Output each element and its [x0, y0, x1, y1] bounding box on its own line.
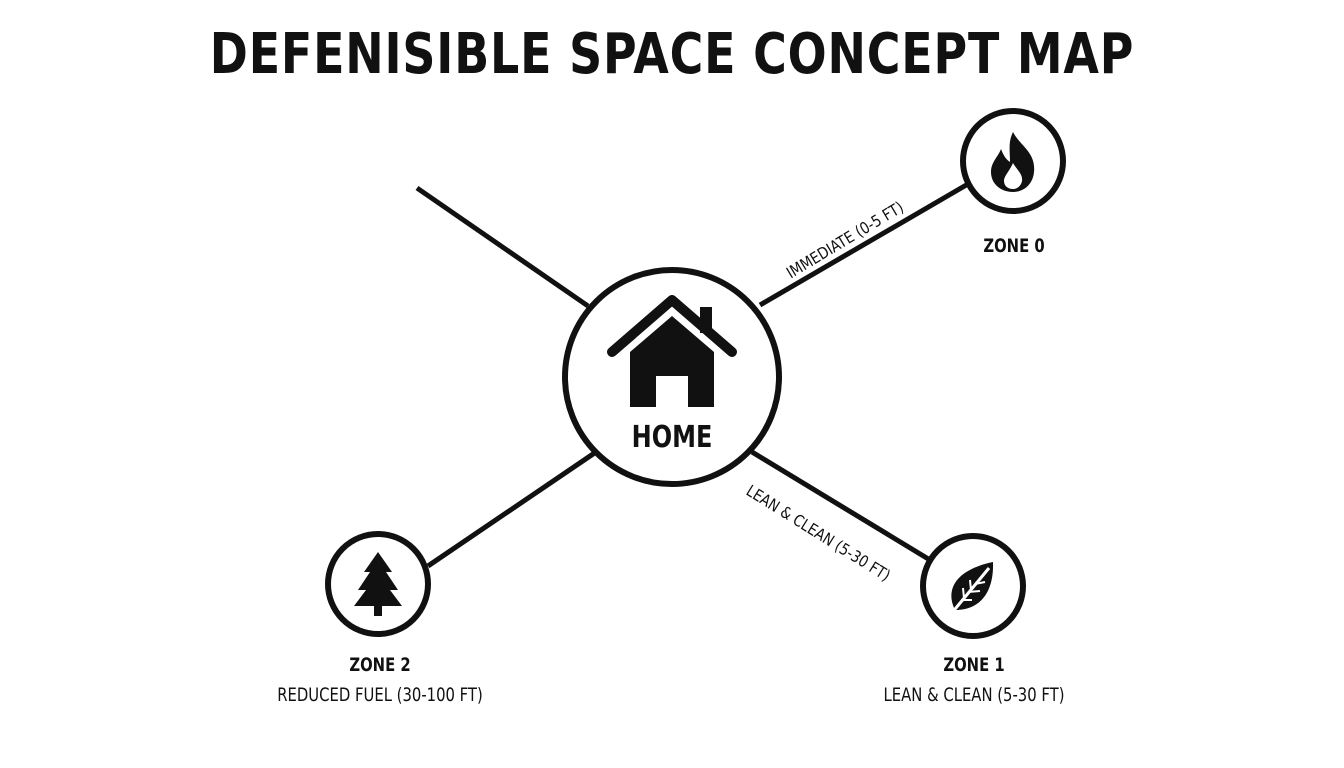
connector-zone2: [426, 449, 598, 569]
tree-icon: [354, 552, 402, 616]
zone1-name: ZONE 1: [943, 654, 1005, 676]
zone2-name: ZONE 2: [349, 654, 411, 676]
leaf-icon: [949, 562, 994, 615]
connector-zone0: [758, 181, 970, 308]
page-title: DEFENISIBLE SPACE CONCEPT MAP: [209, 22, 1135, 87]
home-node: [562, 267, 782, 487]
home-label: HOME: [631, 420, 713, 455]
flame-icon: [991, 132, 1035, 192]
zone0-name: ZONE 0: [983, 235, 1045, 257]
zone2-subtitle: REDUCED FUEL (30-100 FT): [277, 684, 483, 706]
connector-zone1: [750, 449, 932, 563]
house-icon: [607, 295, 737, 407]
zone1-subtitle: LEAN & CLEAN (5-30 FT): [883, 684, 1065, 706]
connector-unlabeled: [415, 185, 590, 309]
